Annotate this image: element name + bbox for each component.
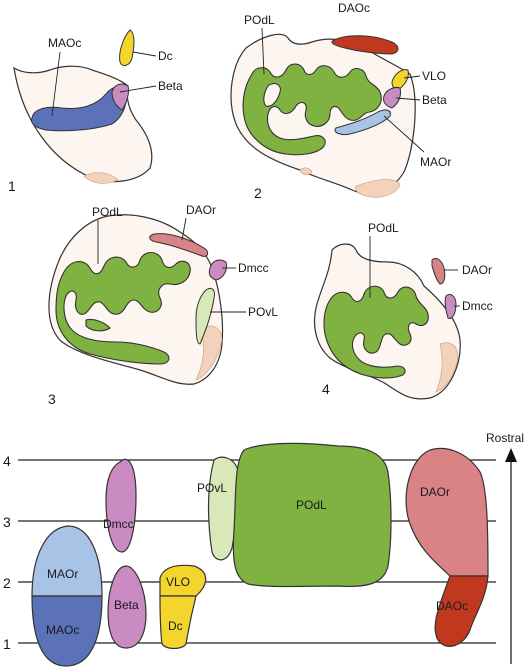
section-2-shade (355, 179, 401, 198)
summary-maoc-label: MAOc (46, 623, 79, 637)
summary-podl-shape (232, 442, 392, 588)
section-1-dc-shape (119, 29, 135, 66)
section-3: POdL DAOr Dmcc POvL 3 (48, 203, 278, 407)
section-2-shade-2 (299, 167, 313, 176)
level-label-2: 2 (3, 575, 11, 591)
rostral-arrow-head (505, 448, 517, 462)
summary-diagram: 4 3 2 1 Rostral MAOr MAOc Dmcc Beta VLO … (3, 431, 524, 667)
summary-daoc-label: DAOc (436, 599, 468, 613)
section-2-daoc-shape (331, 35, 399, 55)
summary-beta-shape (107, 565, 147, 649)
section-3-dmcc-shape (208, 259, 227, 281)
section-4-podl-shape (323, 285, 429, 379)
leader-s2-beta (395, 97, 421, 101)
section-1-dc-label: Dc (158, 49, 173, 63)
section-2-podl-shape (242, 63, 382, 156)
summary-dc-label: Dc (168, 619, 183, 633)
summary-povl-shape (207, 456, 240, 561)
section-4-shade (435, 342, 459, 393)
leader-s2-maor (383, 115, 425, 153)
leader-s3-daor (181, 217, 187, 241)
leader-s1-beta (119, 85, 157, 93)
section-3-number: 3 (48, 391, 56, 407)
summary-daoc-shape (434, 575, 489, 647)
section-2-number: 2 (254, 185, 262, 201)
summary-daor-shape (405, 447, 489, 577)
section-1-beta-label: Beta (158, 79, 183, 93)
leader-s1-maoc (51, 51, 61, 117)
section-4-daor-shape (431, 257, 446, 285)
summary-dmcc-label: Dmcc (103, 517, 134, 531)
section-2-maor-label: MAOr (420, 155, 451, 169)
section-3-povl-label: POvL (248, 305, 278, 319)
summary-maor-shape (31, 525, 103, 597)
section-3-daor-label: DAOr (186, 203, 216, 217)
section-3-daor-shape (149, 233, 209, 257)
summary-beta-label: Beta (114, 598, 139, 612)
section-4-dmcc-shape (444, 293, 457, 319)
section-3-podl-label: POdL (92, 205, 123, 219)
section-3-podl-shape (55, 251, 191, 365)
section-3-dmcc-label: Dmcc (238, 261, 269, 275)
leader-s2-vlo (403, 75, 421, 79)
leader-s1-dc (132, 51, 157, 57)
section-1: MAOc Dc Beta 1 (8, 29, 183, 194)
section-1-maoc-label: MAOc (48, 36, 81, 50)
section-1-shade (83, 172, 119, 184)
section-4-number: 4 (322, 381, 330, 397)
summary-maor-label: MAOr (47, 567, 78, 581)
summary-vlo-label: VLO (166, 575, 190, 589)
section-4-dmcc-label: Dmcc (462, 299, 493, 313)
section-4-daor-label: DAOr (462, 263, 492, 277)
section-3-povl-shape (195, 287, 215, 345)
section-3-shade (195, 325, 223, 381)
section-2-beta-label: Beta (422, 93, 447, 107)
section-2-vlo-label: VLO (422, 69, 446, 83)
section-2-podl-label: POdL (244, 13, 275, 27)
summary-maoc-shape (31, 595, 103, 667)
leader-s2-podl (261, 27, 265, 75)
summary-podl-label: POdL (296, 498, 327, 512)
section-1-beta-shape (111, 83, 129, 111)
summary-dmcc-shape (105, 458, 137, 553)
summary-vlo-shape (159, 564, 207, 597)
level-label-1: 1 (3, 636, 11, 652)
level-label-4: 4 (3, 453, 11, 469)
summary-dc-shape (159, 595, 197, 650)
section-2-daoc-label: DAOc (338, 1, 370, 15)
summary-daor-label: DAOr (420, 485, 450, 499)
section-1-number: 1 (8, 178, 16, 194)
level-label-3: 3 (3, 514, 11, 530)
summary-povl-label: POvL (197, 481, 227, 495)
rostral-label: Rostral (486, 431, 524, 445)
section-4-podl-label: POdL (368, 221, 399, 235)
section-4: POdL DAOr Dmcc 4 (313, 221, 493, 400)
section-2-maor-shape (334, 109, 391, 135)
section-2-beta-shape (383, 87, 401, 109)
section-2: POdL DAOc VLO Beta MAOr 2 (230, 1, 451, 201)
